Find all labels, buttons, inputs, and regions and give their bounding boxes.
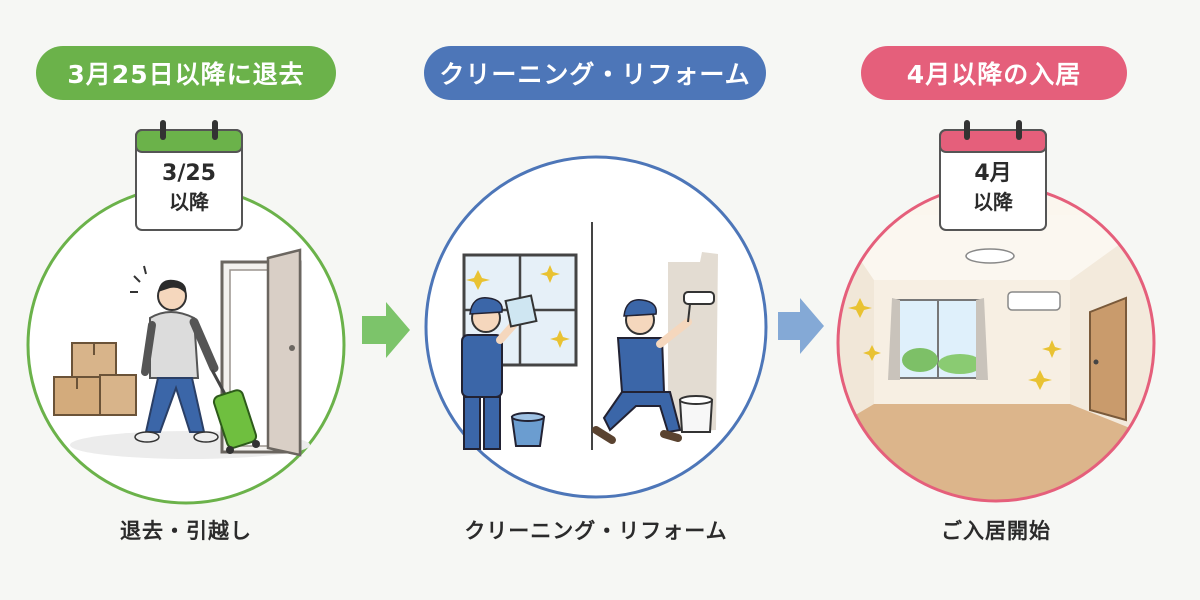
worker-painting-wall [592, 291, 715, 444]
step1-caption: 退去・引越し [120, 519, 252, 543]
calendar-date-line1: 4月 [974, 161, 1012, 186]
bucket-icon [510, 412, 546, 447]
calendar-date-line1: 3/25 [162, 161, 216, 186]
step3-header: 4月以降の入居 [861, 46, 1127, 100]
worker-cleaning-window [461, 294, 538, 450]
step2-header: クリーニング・リフォーム [424, 46, 766, 100]
arrow-right-icon [362, 302, 410, 358]
arrow-right-icon [778, 298, 824, 354]
step3-caption: ご入居開始 [941, 519, 1051, 543]
step2-circle [424, 155, 768, 499]
calendar-date-line2: 以降 [973, 190, 1013, 214]
step2-caption: クリーニング・リフォーム [464, 519, 728, 543]
calendar-date: 3/25 以降 [136, 160, 242, 216]
door-illustration [220, 248, 302, 457]
person-moving-out [130, 265, 219, 443]
calendar-icon [939, 120, 1047, 231]
cardboard-boxes [53, 342, 137, 416]
sparkle-icon [848, 298, 1062, 390]
suitcase-icon [210, 369, 260, 454]
calendar-date-line2: 以降 [169, 190, 209, 214]
calendar-date: 4月 以降 [940, 160, 1046, 216]
step1-header: 3月25日以降に退去 [36, 46, 336, 100]
paint-bucket-icon [678, 395, 714, 433]
step3-circle [836, 183, 1156, 503]
step1-circle [26, 185, 346, 505]
calendar-icon [135, 120, 243, 231]
